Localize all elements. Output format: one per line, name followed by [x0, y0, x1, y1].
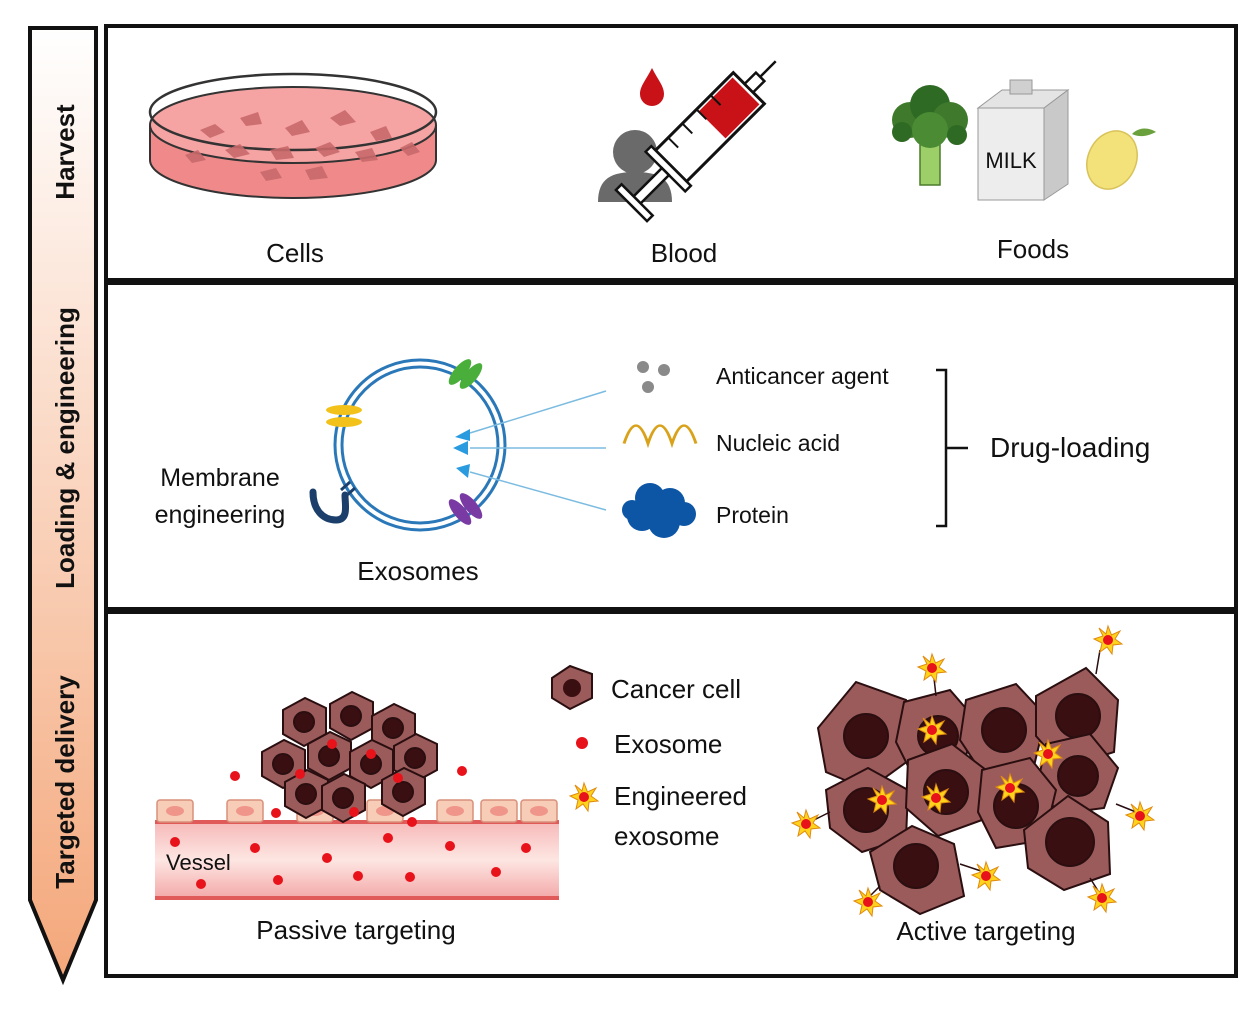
protein-icon — [622, 483, 696, 538]
passive-exosomes — [170, 739, 531, 889]
green-membrane-protein-icon — [448, 359, 483, 389]
lemon-icon — [1086, 128, 1156, 190]
petri-dish-icon — [148, 72, 438, 199]
milk-label: MILK — [985, 148, 1037, 173]
source-label-blood: Blood — [651, 238, 718, 268]
harvest-panel — [104, 24, 1238, 282]
cargo-label-anticancer: Anticancer agent — [716, 363, 889, 389]
stage-label-loading: Loading & engineering — [50, 307, 80, 589]
cargo-label-protein: Protein — [716, 502, 789, 528]
active-targeting-label: Active targeting — [896, 916, 1075, 946]
passive-targeting-label: Passive targeting — [256, 915, 455, 945]
source-label-cells: Cells — [266, 238, 324, 268]
yellow-membrane-protein-icon — [326, 405, 362, 427]
active-tumor-cluster — [816, 666, 1120, 916]
syringe-icon — [614, 60, 777, 223]
loading-panel — [104, 281, 1238, 611]
vessel-label: Vessel — [166, 850, 231, 875]
drug-loading-bracket — [936, 368, 968, 528]
purple-membrane-protein-icon — [448, 493, 483, 525]
legend-exosome-icon — [576, 737, 588, 749]
legend-engineered-label-line1: Engineered — [614, 781, 747, 811]
anticancer-agent-icon — [637, 361, 670, 393]
legend-cancer-cell-label: Cancer cell — [611, 674, 741, 704]
stage-label-delivery: Targeted delivery — [50, 675, 80, 889]
stage-arrow: Harvest Loading & engineering Targeted d… — [28, 26, 98, 986]
membrane-label-line2: engineering — [155, 501, 286, 529]
legend-exosome-label: Exosome — [614, 729, 722, 759]
broccoli-icon — [892, 85, 968, 186]
exosome-membrane-icon — [333, 358, 507, 532]
milk-carton-icon: MILK — [976, 79, 1070, 201]
passive-tumor-cluster — [261, 690, 438, 824]
antibody-receptor-icon — [309, 480, 356, 524]
legend-engineered-label-line2: exosome — [614, 821, 720, 851]
source-label-foods: Foods — [997, 234, 1069, 264]
legend-engineered-exosome-icon — [569, 782, 599, 812]
legend-cancer-cell-icon — [551, 664, 593, 711]
nucleic-acid-icon — [622, 424, 698, 449]
delivery-panel — [104, 610, 1238, 978]
engineered-exosomes — [791, 625, 1155, 917]
stage-label-harvest: Harvest — [50, 104, 80, 200]
exosomes-label: Exosomes — [357, 556, 478, 586]
cargo-arrows — [453, 390, 607, 511]
cargo-label-nucleic: Nucleic acid — [716, 430, 840, 456]
membrane-label-line1: Membrane — [160, 464, 280, 492]
drug-loading-label: Drug-loading — [990, 432, 1150, 463]
vessel — [155, 820, 559, 900]
